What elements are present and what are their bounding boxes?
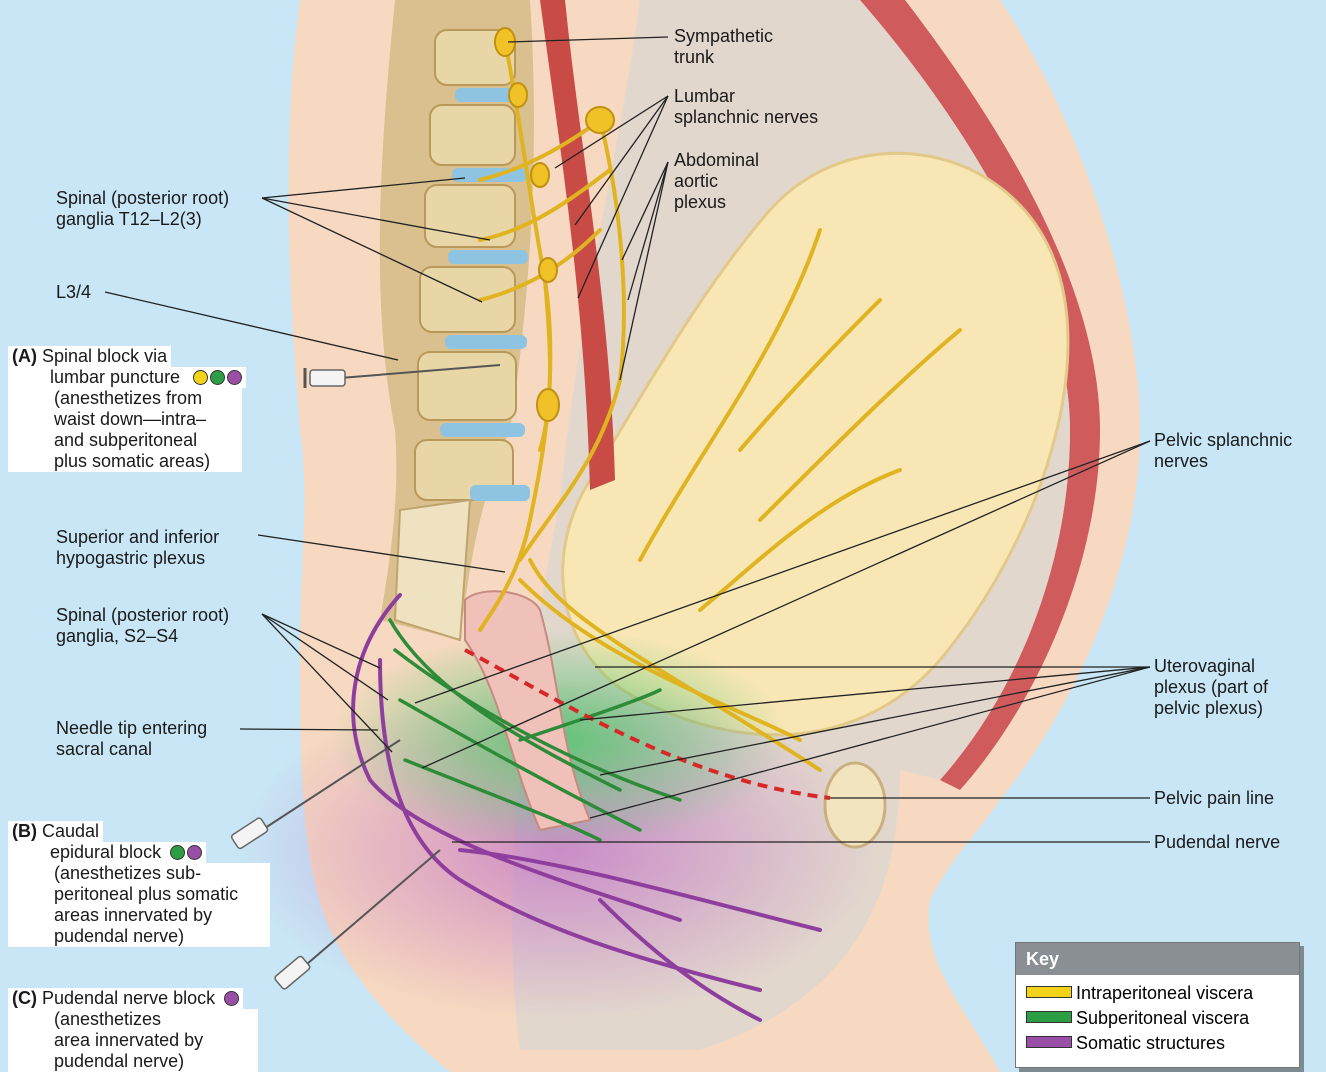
label-needle-tip: Needle tip entering sacral canal — [56, 718, 207, 760]
legend-item-intraperitoneal: Intraperitoneal viscera — [1016, 981, 1299, 1006]
block-b-rest: (anesthetizes sub- peritoneal plus somat… — [8, 863, 270, 947]
block-c-line1: Pudendal nerve block — [42, 988, 215, 1008]
yellow-dot-icon — [193, 370, 208, 385]
legend-label: Somatic structures — [1076, 1033, 1225, 1053]
purple-dot-icon — [187, 845, 202, 860]
block-a-line1: Spinal block via — [42, 346, 167, 366]
label-pudendal-nerve: Pudendal nerve — [1154, 832, 1280, 853]
legend-item-subperitoneal: Subperitoneal viscera — [1016, 1006, 1299, 1031]
green-dot-icon — [170, 845, 185, 860]
label-l34: L3/4 — [56, 282, 91, 303]
block-b-line2: epidural block — [50, 842, 161, 862]
purple-swatch-icon — [1026, 1036, 1072, 1048]
block-a-rest: (anesthetizes from waist down—intra– and… — [8, 388, 242, 472]
block-b-line1: Caudal — [42, 821, 99, 841]
label-spinal-ganglia-t12: Spinal (posterior root) ganglia T12–L2(3… — [56, 188, 229, 230]
pubic-symphysis — [825, 763, 885, 847]
block-a-letter: (A) — [12, 346, 37, 366]
block-c-letter: (C) — [12, 988, 37, 1008]
green-dot-icon — [210, 370, 225, 385]
block-a-line2: lumbar puncture — [50, 367, 180, 387]
block-c-caption: (C) Pudendal nerve block (anesthetizes a… — [8, 988, 308, 1072]
legend-label: Intraperitoneal viscera — [1076, 983, 1253, 1003]
label-pelvic-pain-line: Pelvic pain line — [1154, 788, 1274, 809]
purple-dot-icon — [224, 991, 239, 1006]
legend-label: Subperitoneal viscera — [1076, 1008, 1249, 1028]
block-b-caption: (B) Caudal epidural block (anesthetizes … — [8, 821, 278, 947]
legend-item-somatic: Somatic structures — [1016, 1031, 1299, 1056]
label-pelvic-splanchnic-nerves: Pelvic splanchnic nerves — [1154, 430, 1292, 472]
block-b-letter: (B) — [12, 821, 37, 841]
green-swatch-icon — [1026, 1011, 1072, 1023]
label-lumbar-splanchnic-nerves: Lumbar splanchnic nerves — [674, 86, 818, 128]
label-abdominal-aortic-plexus: Abdominal aortic plexus — [674, 150, 759, 213]
block-c-rest: (anesthetizes area innervated by pudenda… — [8, 1009, 258, 1072]
legend-key: Key Intraperitoneal viscera Subperitonea… — [1015, 942, 1300, 1068]
legend-title: Key — [1016, 943, 1299, 975]
yellow-swatch-icon — [1026, 986, 1072, 998]
label-spinal-ganglia-s2: Spinal (posterior root) ganglia, S2–S4 — [56, 605, 229, 647]
label-superior-inferior-hypogastric-plexus: Superior and inferior hypogastric plexus — [56, 527, 219, 569]
label-uterovaginal-plexus: Uterovaginal plexus (part of pelvic plex… — [1154, 656, 1268, 719]
label-sympathetic-trunk: Sympathetic trunk — [674, 26, 773, 68]
purple-dot-icon — [227, 370, 242, 385]
block-a-caption: (A) Spinal block via lumbar puncture (an… — [8, 346, 298, 472]
